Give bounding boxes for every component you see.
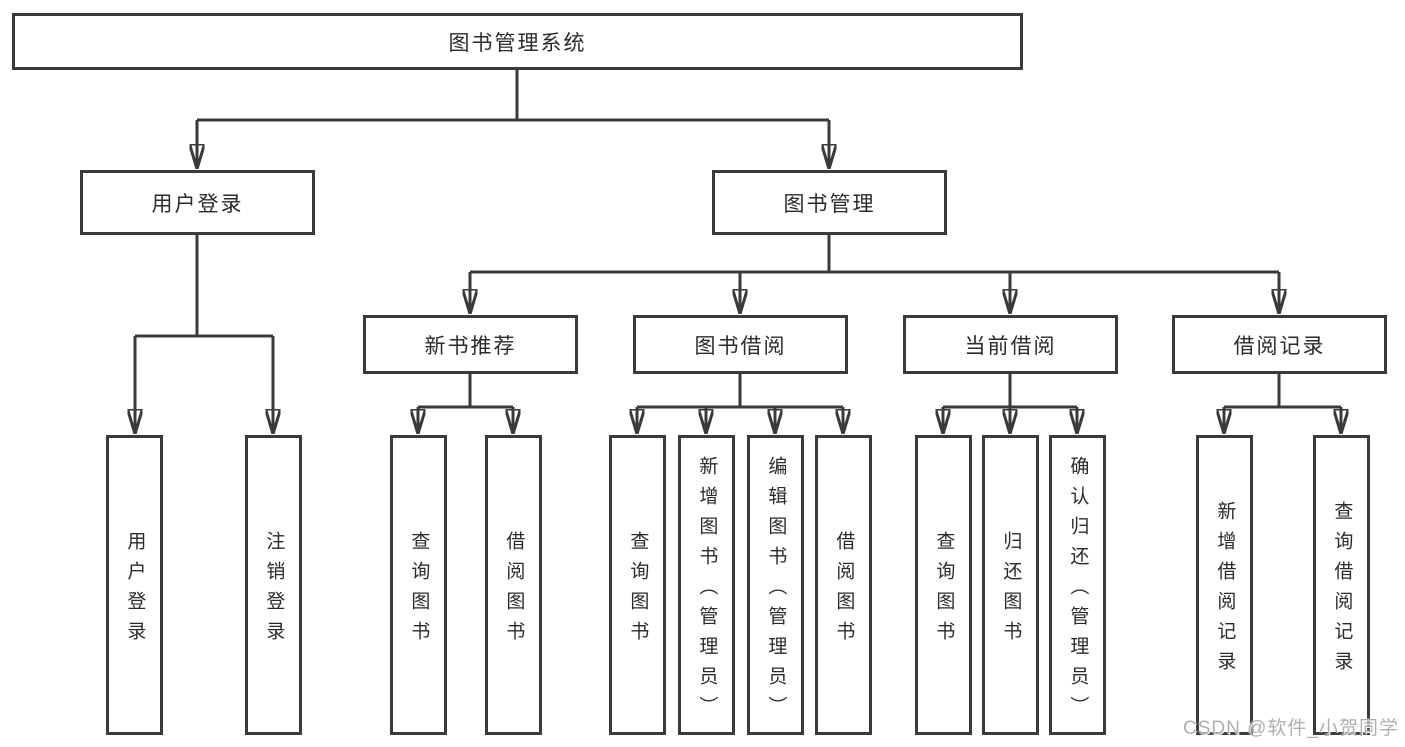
leaf-current-return-books-label: 归还图书 <box>1000 530 1022 651</box>
node-borrowing-records: 借阅记录 <box>1172 315 1387 374</box>
node-book-management: 图书管理 <box>712 170 947 235</box>
leaf-user-login-label: 用户登录 <box>124 530 146 651</box>
node-user-login: 用户登录 <box>80 170 315 235</box>
leaf-logout-login: 注销登录 <box>245 435 302 735</box>
node-book-borrowing-label: 图书借阅 <box>694 334 787 358</box>
leaf-recommend-borrow-books-label: 借阅图书 <box>503 530 525 651</box>
leaf-borrow-query-books: 查询图书 <box>609 435 666 735</box>
csdn-watermark: CSDN @软件_小贺同学 <box>1183 718 1399 739</box>
leaf-borrow-query-books-label: 查询图书 <box>627 530 649 651</box>
leaf-borrow-borrow-books-label: 借阅图书 <box>833 530 855 651</box>
leaf-recommend-borrow-books: 借阅图书 <box>485 435 542 735</box>
leaf-current-confirm-return-admin: 确认归还（管理员） <box>1049 435 1106 735</box>
leaf-borrow-borrow-books: 借阅图书 <box>815 435 872 735</box>
leaf-logout-login-label: 注销登录 <box>263 530 285 651</box>
leaf-current-return-books: 归还图书 <box>982 435 1039 735</box>
leaf-records-add-record: 新增借阅记录 <box>1196 435 1253 735</box>
node-current-borrowing: 当前借阅 <box>903 315 1118 374</box>
node-root: 图书管理系统 <box>12 13 1023 70</box>
leaf-current-query-books: 查询图书 <box>915 435 972 735</box>
leaf-borrow-edit-books-admin-label: 编辑图书（管理员） <box>765 455 787 726</box>
leaf-recommend-query-books: 查询图书 <box>390 435 447 735</box>
node-new-book-recommendation: 新书推荐 <box>363 315 578 374</box>
leaf-user-login: 用户登录 <box>106 435 163 735</box>
node-new-book-recommendation-label: 新书推荐 <box>424 334 517 358</box>
node-book-borrowing: 图书借阅 <box>633 315 848 374</box>
node-user-login-label: 用户登录 <box>151 192 244 216</box>
leaf-recommend-query-books-label: 查询图书 <box>408 530 430 651</box>
leaf-borrow-edit-books-admin: 编辑图书（管理员） <box>747 435 804 735</box>
leaf-records-query-record-label: 查询借阅记录 <box>1331 500 1353 681</box>
leaf-borrow-add-books-admin: 新增图书（管理员） <box>678 435 735 735</box>
node-borrowing-records-label: 借阅记录 <box>1233 334 1326 358</box>
node-current-borrowing-label: 当前借阅 <box>964 334 1057 358</box>
leaf-records-add-record-label: 新增借阅记录 <box>1214 500 1236 681</box>
leaf-current-confirm-return-admin-label: 确认归还（管理员） <box>1067 455 1089 726</box>
node-root-label: 图书管理系统 <box>448 31 587 55</box>
leaf-borrow-add-books-admin-label: 新增图书（管理员） <box>696 455 718 726</box>
leaf-current-query-books-label: 查询图书 <box>933 530 955 651</box>
leaf-records-query-record: 查询借阅记录 <box>1313 435 1370 735</box>
node-book-management-label: 图书管理 <box>783 192 876 216</box>
